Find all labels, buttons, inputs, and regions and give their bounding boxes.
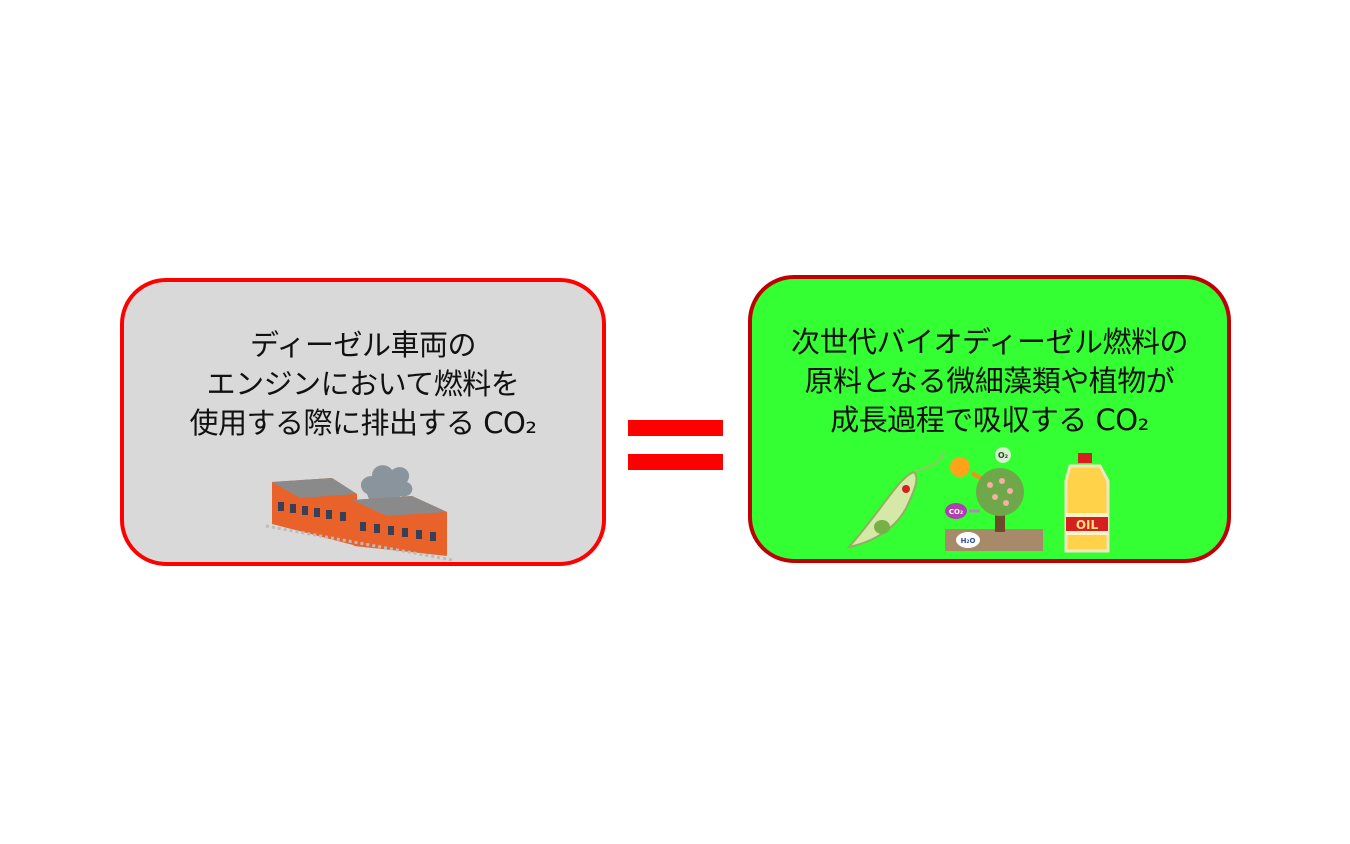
text-line: 使用する際に排出する CO₂ (189, 406, 537, 440)
equals-sign-top-bar (628, 420, 723, 436)
co2-label: CO₂ (949, 508, 963, 516)
photosynthesis-tree-icon: O₂ CO₂ H₂O (945, 447, 1043, 551)
text-line: エンジンにおいて燃料を (206, 367, 520, 401)
oil-bottle-icon: OIL (1064, 453, 1110, 553)
microalgae-icon (846, 451, 945, 549)
h2o-label: H₂O (961, 537, 976, 545)
biofuel-absorption-box: 次世代バイオディーゼル燃料の 原料となる微細藻類や植物が 成長過程で吸収する C… (748, 275, 1231, 563)
equals-sign-bottom-bar (628, 454, 723, 470)
diesel-emission-text: ディーゼル車両の エンジンにおいて燃料を 使用する際に排出する CO₂ (124, 326, 602, 443)
biofuel-absorption-text: 次世代バイオディーゼル燃料の 原料となる微細藻類や植物が 成長過程で吸収する C… (752, 323, 1227, 440)
text-line: ディーゼル車両の (250, 328, 476, 362)
text-line: 成長過程で吸収する CO₂ (830, 403, 1149, 437)
diesel-emission-box: ディーゼル車両の エンジンにおいて燃料を 使用する際に排出する CO₂ (120, 278, 606, 566)
diesel-train-icon (265, 465, 453, 562)
text-line: 原料となる微細藻類や植物が (804, 364, 1175, 398)
text-line: 次世代バイオディーゼル燃料の (791, 325, 1188, 359)
o2-label: O₂ (998, 451, 1009, 460)
oil-label: OIL (1076, 518, 1099, 532)
